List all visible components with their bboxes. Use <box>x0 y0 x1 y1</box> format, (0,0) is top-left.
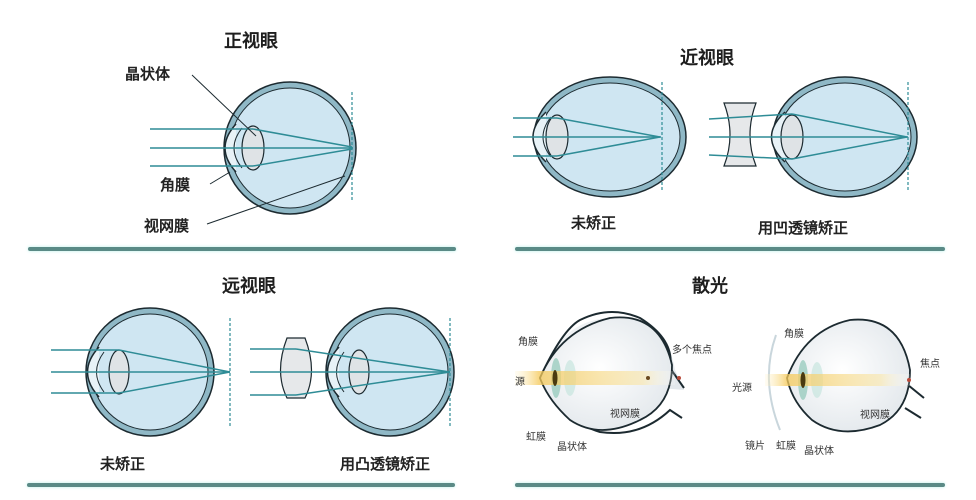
astig-focus-label: 焦点 <box>920 359 940 370</box>
divider-bottom-right <box>515 483 945 487</box>
hyperopia-corrected-label: 用凸透镜矫正 <box>340 455 431 473</box>
astig-left-iris-label: 虹膜 <box>526 432 546 443</box>
myopia-corrected-diagram <box>708 76 918 198</box>
astigmatism-title: 散光 <box>692 276 728 297</box>
hyperopia-uncorrected-diagram <box>51 307 231 437</box>
astig-right-cornea-label: 角膜 <box>784 329 804 340</box>
myopia-title: 近视眼 <box>680 48 734 69</box>
lens-label: 晶状体 <box>125 65 171 83</box>
divider-bottom-left <box>27 483 455 487</box>
hyperopia-uncorrected-label: 未矫正 <box>100 455 146 473</box>
divider-top-left <box>28 247 456 251</box>
astig-left-lens-label: 晶状体 <box>557 442 587 453</box>
astig-right-retina-label: 视网膜 <box>860 410 890 421</box>
astig-multi-focus-label: 多个焦点 <box>672 345 712 356</box>
astig-glasses-label: 镜片 <box>745 441 765 452</box>
cornea-label: 角膜 <box>160 176 191 194</box>
myopia-uncorrected-diagram <box>513 76 687 198</box>
normal-eye-title: 正视眼 <box>224 31 278 52</box>
astigmatism-corrected-diagram <box>765 318 925 433</box>
astig-left-retina-label: 视网膜 <box>610 409 640 420</box>
retina-label: 视网膜 <box>144 217 190 235</box>
astig-right-lens-label: 晶状体 <box>804 446 834 457</box>
hyperopia-title: 远视眼 <box>222 276 276 297</box>
astig-right-source-label: 光源 <box>732 383 752 394</box>
normal-eye-diagram <box>150 74 357 225</box>
astigmatism-uncorrected-diagram <box>515 310 685 434</box>
astig-left-cornea-label: 角膜 <box>518 337 538 348</box>
myopia-corrected-label: 用凹透镜矫正 <box>758 219 849 237</box>
hyperopia-corrected-diagram <box>250 307 455 437</box>
divider-top-right <box>515 247 945 251</box>
myopia-uncorrected-label: 未矫正 <box>571 214 617 232</box>
astig-left-source-label: 源 <box>515 377 525 388</box>
astig-right-iris-label: 虹膜 <box>776 441 796 452</box>
